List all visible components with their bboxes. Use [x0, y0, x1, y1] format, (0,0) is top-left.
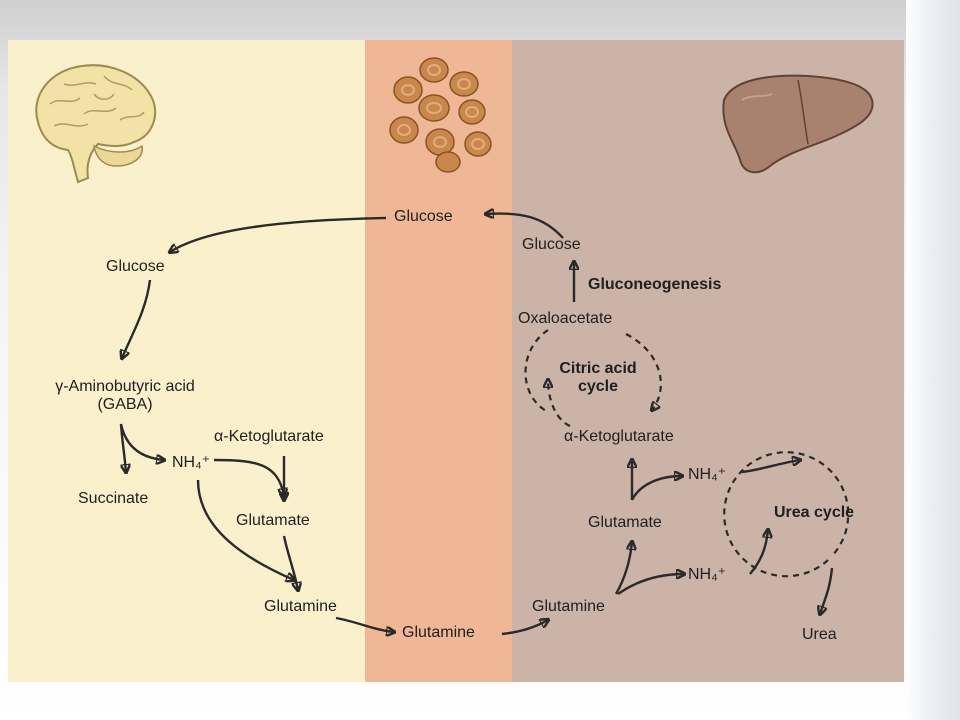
- label-glucose-brain: Glucose: [106, 258, 165, 275]
- label-gluconeogenesis: Gluconeogenesis: [588, 276, 722, 293]
- label-glutamine-liver: Glutamine: [532, 598, 605, 615]
- blood-cells-icon: [389, 57, 492, 173]
- label-akg-liver: α-Ketoglutarate: [564, 428, 674, 445]
- label-akg-brain: α-Ketoglutarate: [214, 428, 324, 445]
- label-nh4-liver-upper: NH₄⁺: [688, 466, 727, 483]
- slide-side-bar: [906, 0, 960, 720]
- label-nh4-brain: NH₄⁺: [172, 454, 211, 471]
- label-glutamate-brain: Glutamate: [236, 512, 310, 529]
- label-urea-cycle: Urea cycle: [774, 504, 855, 521]
- pathway-arrows: [8, 40, 850, 682]
- label-glutamine-brain: Glutamine: [264, 598, 337, 615]
- label-glutamate-liver: Glutamate: [588, 514, 662, 531]
- label-glucose-blood: Glucose: [394, 208, 453, 225]
- label-nh4-liver-lower: NH₄⁺: [688, 566, 727, 583]
- label-gaba: γ-Aminobutyric acid (GABA): [55, 378, 195, 413]
- label-glutamine-blood: Glutamine: [402, 624, 475, 641]
- label-urea: Urea: [802, 626, 837, 643]
- liver-panel: [512, 40, 904, 682]
- label-glucose-liver: Glucose: [522, 236, 581, 253]
- brain-icon: [35, 64, 157, 184]
- metabolism-figure: Glucose Glucose γ-Aminobutyric acid (GAB…: [8, 40, 904, 682]
- label-citric-acid-cycle: Citric acid cycle: [559, 360, 637, 395]
- label-oxaloacetate: Oxaloacetate: [518, 310, 613, 327]
- label-succinate: Succinate: [78, 490, 149, 507]
- liver-icon: [722, 74, 874, 174]
